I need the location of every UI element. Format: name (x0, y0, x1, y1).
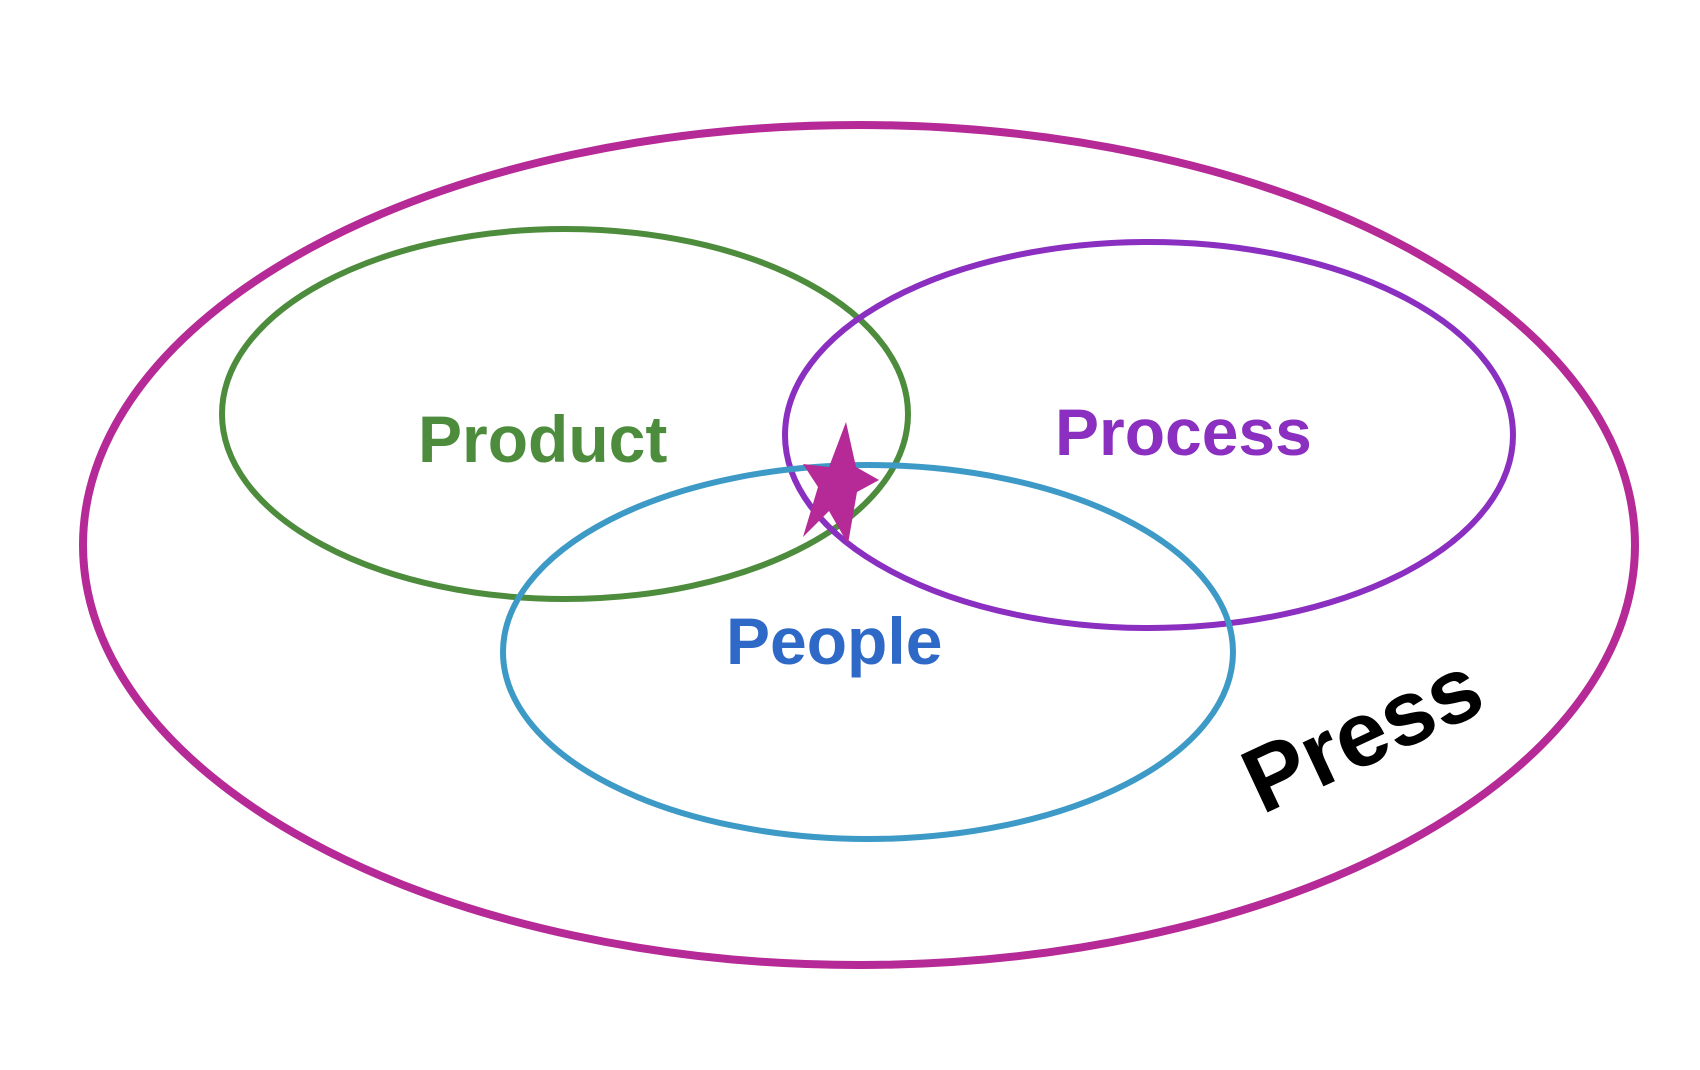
process-ellipse (782, 239, 1516, 631)
people-ellipse (500, 462, 1236, 842)
star-icon (803, 422, 879, 544)
people-label: People (726, 604, 942, 678)
product-ellipse (219, 226, 911, 602)
press-ellipse (79, 121, 1639, 969)
product-label: Product (418, 402, 667, 476)
process-label: Process (1055, 395, 1312, 469)
press-label: Press (1227, 635, 1497, 833)
